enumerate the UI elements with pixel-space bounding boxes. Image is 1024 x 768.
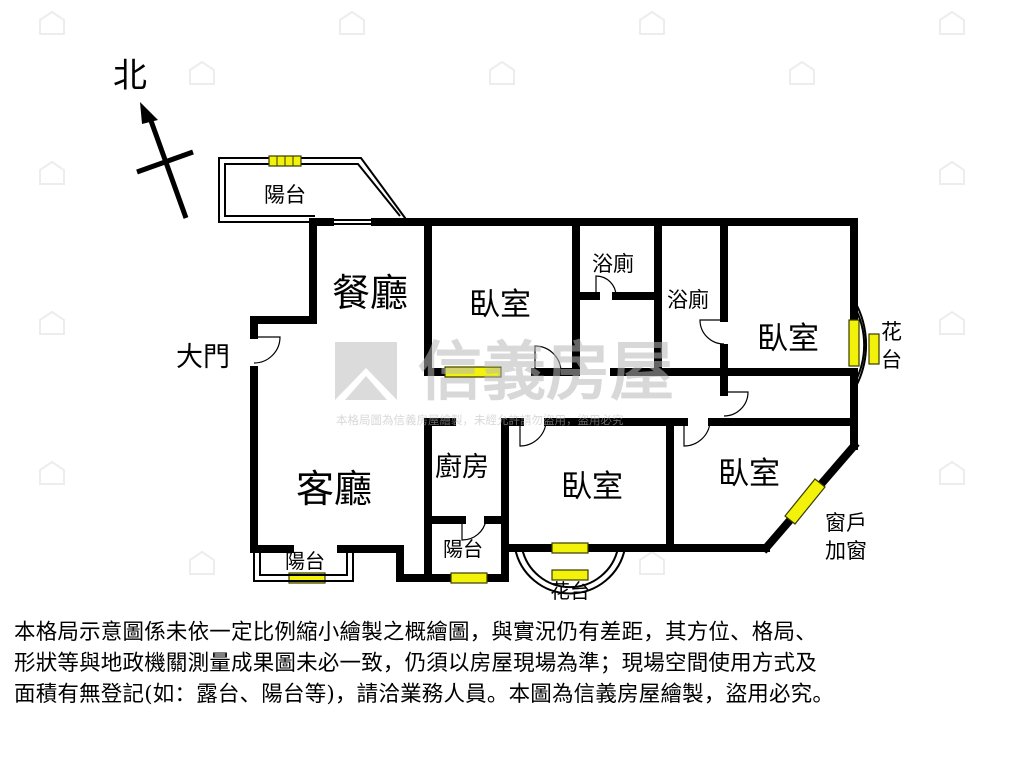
background-watermark-pattern [39,10,965,575]
window [551,569,589,581]
room-labels: 餐廳 臥室 浴廁 浴廁 臥室 花 台 大門 廚房 客廳 臥室 臥室 窗戶 加窗 … [176,252,902,603]
window [288,572,326,584]
disclaimer-line: 形狀等與地政機關測量成果圖未必一致，仍須以房屋現場為準；現場空間使用方式及 [14,651,817,676]
kitchen-label: 廚房 [435,452,489,483]
watermark-logo: 信義房屋 本格局圖為信義房屋繪製，未經允許請勿盜用，盜用必究 [335,336,674,427]
planter-bottom-label: 花台 [550,579,590,603]
bedroom-1-label: 臥室 [469,287,531,323]
interior-walls [424,218,858,582]
balcony-top-label: 陽台 [264,183,306,207]
bedroom-2-label: 臥室 [757,321,819,357]
disclaimer-line: 面積有無登記(如：露台、陽台等)，請洽業務人員。本圖為信義房屋繪製，盜用必究。 [14,682,835,707]
planter-right-label-2: 台 [881,348,902,372]
balcony-bottom-left [253,549,354,582]
doors [253,275,749,541]
window-note-label-2: 加窗 [825,539,867,563]
bedroom-3-label: 臥室 [561,469,623,505]
disclaimer-line: 本格局示意圖係未依一定比例縮小繪製之概繪圖，與實況仍有差距，其方位、格局、 [14,620,817,645]
balcony-bottom-left-label: 陽台 [285,549,325,573]
planter-right-label-1: 花 [881,320,902,344]
watermark-caption: 本格局圖為信義房屋繪製，未經允許請勿盜用，盜用必究 [336,413,624,427]
top-balcony: 陽台 [218,155,409,223]
window [868,333,880,365]
watermark-brand: 信義房屋 [418,336,674,410]
north-label: 北 [113,56,147,96]
living-room-label: 客廳 [296,467,372,511]
floor-plan: 北 陽台 [39,10,965,603]
main-door-label: 大門 [176,342,230,373]
bathroom-1-label: 浴廁 [592,252,634,276]
bathroom-2-label: 浴廁 [667,288,709,312]
balcony-bottom-mid-label: 陽台 [443,537,483,561]
north-compass: 北 [113,56,194,219]
dining-room-label: 餐廳 [332,271,408,315]
window [848,319,860,367]
planter-right [853,299,868,391]
disclaimer-text: 本格局示意圖係未依一定比例縮小繪製之概繪圖，與實況仍有差距，其方位、格局、 形狀… [14,617,1014,710]
windows [288,319,880,584]
planter-bottom [514,547,626,595]
window [450,572,488,584]
window [444,366,502,378]
window [551,542,589,554]
bedroom-4-label: 臥室 [718,456,780,492]
window-note-label-1: 窗戶 [825,511,867,535]
window [784,478,826,525]
